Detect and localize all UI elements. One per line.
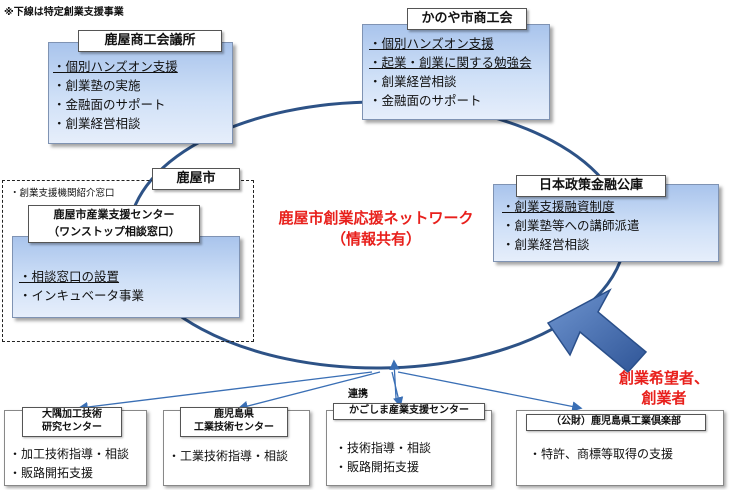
- kanoya-chamber-item-1: 個別ハンズオン支援: [53, 57, 178, 76]
- target-arrow: [546, 288, 648, 374]
- kanoya-commerce-title: かのや市商工会: [407, 8, 527, 30]
- legend-note: ※下線は特定創業支援事業: [4, 7, 124, 18]
- bottom-org-2-item-1: 工業技術指導・相談: [168, 447, 288, 466]
- link-arrow-2: [237, 371, 381, 412]
- bottom-org-3-item-1: 技術指導・相談: [335, 439, 431, 458]
- bottom-org-3-box: 技術指導・相談 販路開拓支援: [326, 410, 492, 486]
- bottom-org-4-item-1: 特許、商標等取得の支援: [529, 445, 673, 464]
- jfc-item-3: 創業経営相談: [502, 235, 640, 254]
- kanoya-commerce-item-1: 個別ハンズオン支援: [369, 34, 532, 53]
- bottom-org-2-items: 工業技術指導・相談: [168, 447, 288, 466]
- entrepreneur-label-line1: 創業希望者、: [618, 369, 709, 387]
- bottom-org-4-title: （公財）鹿児島県工業倶楽部: [526, 414, 706, 431]
- entrepreneur-label-line2: 創業者: [641, 389, 687, 407]
- link-arrow-4: [397, 371, 583, 412]
- kanoya-chamber-item-2: 創業塾の実施: [53, 76, 178, 95]
- jfc-item-1: 創業支援融資制度: [502, 197, 640, 216]
- industry-center-item-1: 相談窓口の設置: [19, 267, 144, 286]
- kanoya-city-window-label: ・創業支援機関紹介窓口: [10, 188, 115, 199]
- jfc-item-2: 創業塾等への講師派遣: [502, 216, 640, 235]
- industry-center-box: 相談窓口の設置 インキュベータ事業: [12, 236, 240, 318]
- kanoya-commerce-item-4: 金融面のサポート: [369, 91, 532, 110]
- bottom-org-1-item-1: 加工技術指導・相談: [9, 445, 129, 464]
- jfc-title: 日本政策金融公庫: [516, 175, 666, 197]
- kanoya-chamber-title: 鹿屋商工会議所: [78, 30, 222, 52]
- bottom-org-4-items: 特許、商標等取得の支援: [529, 445, 673, 464]
- link-arrow-1: [77, 371, 373, 413]
- industry-center-title-line2: （ワンストップ相談窓口）: [48, 225, 180, 238]
- bottom-org-3-item-2: 販路開拓支援: [335, 458, 431, 477]
- network-label-line2: （情報共有）: [330, 230, 421, 248]
- entrepreneur-label: 創業希望者、 創業者: [604, 368, 724, 408]
- industry-center-title: 鹿屋市産業支援センター （ワンストップ相談窓口）: [28, 205, 200, 243]
- jfc-items: 創業支援融資制度 創業塾等への講師派遣 創業経営相談: [502, 197, 640, 254]
- bottom-org-2-title: 鹿児島県 工業技術センター: [180, 407, 288, 437]
- bottom-org-3-items: 技術指導・相談 販路開拓支援: [335, 439, 431, 477]
- industry-center-items: 相談窓口の設置 インキュベータ事業: [19, 267, 145, 305]
- kanoya-chamber-item-4: 創業経営相談: [53, 114, 178, 133]
- bottom-org-3-title: かごしま産業支援センター: [333, 403, 485, 420]
- kanoya-city-title: 鹿屋市: [152, 168, 240, 190]
- bottom-org-1-items: 加工技術指導・相談 販路開拓支援: [9, 445, 129, 483]
- kanoya-chamber-box: 個別ハンズオン支援 創業塾の実施 金融面のサポート 創業経営相談: [48, 42, 233, 144]
- kanoya-commerce-box: 個別ハンズオン支援 起業・創業に関する勉強会 創業経営相談 金融面のサポート: [362, 24, 550, 120]
- kanoya-commerce-item-3: 創業経営相談: [369, 72, 532, 91]
- kanoya-commerce-items: 個別ハンズオン支援 起業・創業に関する勉強会 創業経営相談 金融面のサポート: [369, 34, 532, 110]
- industry-center-item-2: インキュベータ事業: [19, 286, 145, 305]
- kanoya-chamber-items: 個別ハンズオン支援 創業塾の実施 金融面のサポート 創業経営相談: [53, 57, 178, 133]
- bottom-org-1-item-2: 販路開拓支援: [9, 464, 129, 483]
- bottom-org-1-title: 大隅加工技術 研究センター: [22, 407, 122, 437]
- link-arrow-up: [389, 359, 400, 399]
- kanoya-commerce-item-2: 起業・創業に関する勉強会: [369, 53, 532, 72]
- kanoya-chamber-item-3: 金融面のサポート: [53, 95, 178, 114]
- industry-center-title-line1: 鹿屋市産業支援センター: [53, 208, 175, 221]
- kanoya-city-region: [2, 180, 254, 342]
- network-label: 鹿屋市創業応援ネットワーク （情報共有）: [256, 208, 496, 250]
- jfc-box: 創業支援融資制度 創業塾等への講師派遣 創業経営相談: [493, 184, 719, 262]
- network-label-line1: 鹿屋市創業応援ネットワーク: [278, 209, 474, 227]
- connection-label: 連携: [348, 389, 368, 400]
